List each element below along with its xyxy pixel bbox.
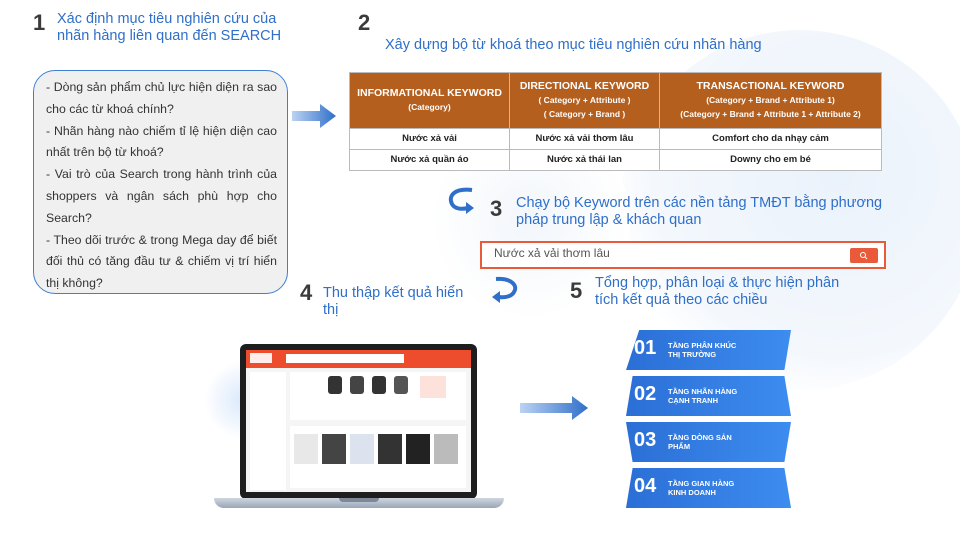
table-cell: Nước xả vải thơm lâu	[509, 127, 660, 150]
curved-arrow-icon-2	[492, 276, 518, 303]
goal-item: - Dòng sản phẩm chủ lực hiện diện ra sao…	[46, 80, 277, 116]
step-5-number: 5	[570, 278, 583, 303]
step-4-title: Thu thập kết quả hiển thị	[323, 285, 464, 318]
shopee-results-screenshot	[246, 350, 471, 492]
laptop-illustration	[204, 340, 504, 515]
table-cell: Comfort cho da nhạy cảm	[659, 127, 882, 150]
tier-2: 02Tầng nhãn hàng cạnh tranh	[626, 376, 791, 416]
table-cell: Nước xả vải	[349, 127, 510, 150]
step-4-number: 4	[300, 280, 313, 305]
header-informational: INFORMATIONAL KEYWORD (Category)	[349, 72, 510, 129]
step-5-title: Tổng hợp, phân loại & thực hiện phân tíc…	[595, 275, 840, 308]
analysis-tiers: 01Tầng phân khúc thị trường 02Tầng nhãn …	[626, 330, 791, 508]
table-cell: Downy cho em bé	[659, 148, 882, 172]
laptop-screen	[240, 344, 477, 499]
table-cell: Nước xả quần áo	[349, 148, 510, 172]
search-input[interactable]: Nước xả vải thơm lâu	[494, 246, 610, 260]
arrow-right-icon	[292, 104, 336, 128]
step-1-number: 1	[33, 10, 46, 35]
search-button[interactable]	[850, 248, 878, 263]
arrow-right-icon-2	[520, 396, 588, 420]
research-goals-box: - Dòng sản phẩm chủ lực hiện diện ra sao…	[33, 70, 288, 294]
goal-item: - Nhãn hàng nào chiếm tỉ lệ hiện diện ca…	[46, 123, 277, 160]
step-3-title: Chạy bộ Keyword trên các nền tảng TMĐT b…	[516, 195, 883, 228]
step-2-number: 2	[358, 10, 371, 35]
tier-4: 04Tầng gian hàng kinh doanh	[626, 468, 791, 508]
search-icon	[860, 252, 868, 260]
step-2-title: Xây dựng bộ từ khoá theo mục tiêu nghiên…	[385, 37, 762, 53]
step-3-number: 3	[490, 196, 503, 221]
curved-arrow-icon	[448, 187, 474, 214]
tier-1: 01Tầng phân khúc thị trường	[626, 330, 791, 370]
table-cell: Nước xả thái lan	[509, 148, 660, 172]
step-1-title: Xác định mục tiêu nghiên cứu của nhãn hà…	[57, 11, 282, 44]
goal-item: - Vai trò của Search trong hành trình củ…	[46, 167, 277, 225]
search-bar[interactable]: Nước xả vải thơm lâu	[480, 241, 886, 269]
tier-3: 03Tầng dòng sản phẩm	[626, 422, 791, 462]
keyword-table: INFORMATIONAL KEYWORD (Category) DIRECTI…	[349, 72, 882, 172]
header-transactional: TRANSACTIONAL KEYWORD (Category + Brand …	[659, 72, 882, 129]
goal-item: - Theo dõi trước & trong Mega day để biế…	[46, 232, 277, 291]
header-directional: DIRECTIONAL KEYWORD ( Category + Attribu…	[509, 72, 660, 129]
